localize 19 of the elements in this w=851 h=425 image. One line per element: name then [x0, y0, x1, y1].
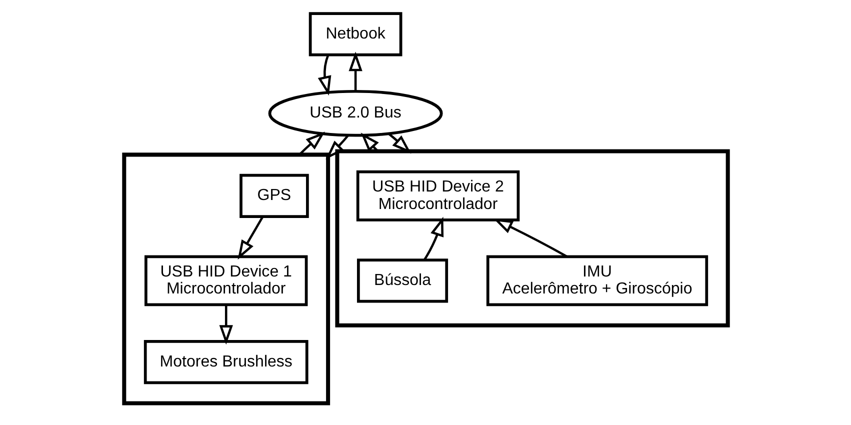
node-box: Netbook [308, 12, 402, 56]
arrow [422, 216, 444, 260]
arrow [388, 132, 411, 154]
arrow [237, 216, 264, 260]
node-box: Bússola [356, 258, 448, 302]
node-box: USB HID Device 1 Microcontrolador [144, 254, 308, 306]
arrow [492, 218, 567, 257]
node-ellipse: USB 2.0 Bus [268, 89, 442, 136]
arrow [317, 54, 331, 96]
node-box: GPS [239, 173, 308, 218]
arrow [325, 134, 349, 159]
node-box: USB HID Device 2 Microcontrolador [356, 170, 520, 221]
arrow [348, 51, 362, 91]
node-box: Motores Brushless [143, 339, 308, 384]
cluster [122, 152, 330, 405]
node-box: IMU Acelerômetro + Giroscópio [486, 254, 708, 306]
cluster [334, 148, 730, 327]
arrow [298, 131, 325, 155]
arrow [218, 304, 232, 344]
